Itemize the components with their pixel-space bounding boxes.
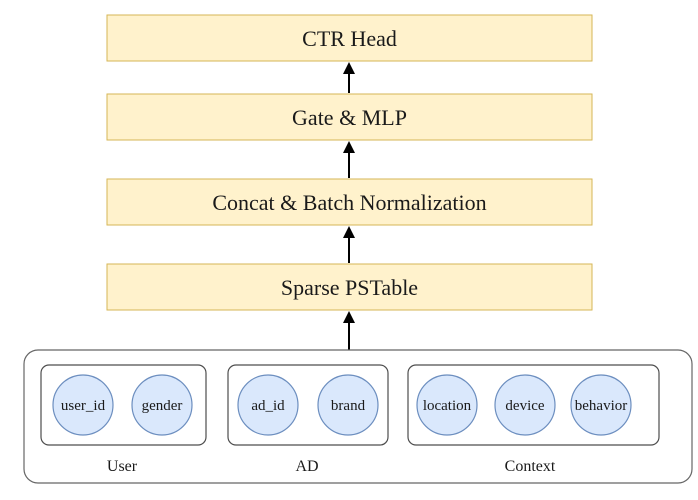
feature-gender: gender (131, 374, 193, 436)
feature-circle (416, 374, 478, 436)
arrow-sparse-to-concat (343, 226, 355, 263)
feature-brand: brand (317, 374, 379, 436)
group-ad: ad_id brand AD (227, 364, 389, 475)
layer-gate-mlp: Gate & MLP (106, 93, 593, 141)
layer-label: Gate & MLP (292, 105, 407, 130)
feature-circle (131, 374, 193, 436)
feature-ad-id: ad_id (237, 374, 299, 436)
layer-label: Sparse PSTable (281, 275, 418, 300)
feature-circle (494, 374, 556, 436)
feature-device: device (494, 374, 556, 436)
layer-box (106, 178, 593, 226)
layer-label: CTR Head (302, 26, 397, 51)
feature-circle (317, 374, 379, 436)
layer-box (106, 14, 593, 62)
layer-label: Concat & Batch Normalization (212, 190, 486, 215)
feature-label: user_id (61, 398, 106, 414)
feature-label: behavior (575, 398, 627, 414)
arrow-features-to-sparse (343, 311, 355, 350)
feature-circle (237, 374, 299, 436)
feature-label: device (505, 398, 544, 414)
feature-label: brand (331, 398, 366, 414)
group-user: user_id gender User (40, 364, 207, 475)
layer-box (106, 263, 593, 311)
feature-circle (52, 374, 114, 436)
group-label: Context (505, 458, 556, 475)
layer-ctr-head: CTR Head (106, 14, 593, 62)
arrow-concat-to-gate (343, 141, 355, 178)
layer-concat-batch-normalization: Concat & Batch Normalization (106, 178, 593, 226)
feature-label: location (423, 398, 472, 414)
feature-location: location (416, 374, 478, 436)
feature-label: gender (142, 398, 183, 414)
layer-sparse-pstable: Sparse PSTable (106, 263, 593, 311)
group-context: location device behavior Context (407, 364, 660, 475)
group-label: User (107, 458, 138, 475)
group-label: AD (295, 458, 318, 475)
arrow-gate-to-head (343, 62, 355, 93)
feature-behavior: behavior (570, 374, 632, 436)
feature-label: ad_id (251, 398, 285, 414)
feature-circle (570, 374, 632, 436)
layer-box (106, 93, 593, 141)
feature-user-id: user_id (52, 374, 114, 436)
